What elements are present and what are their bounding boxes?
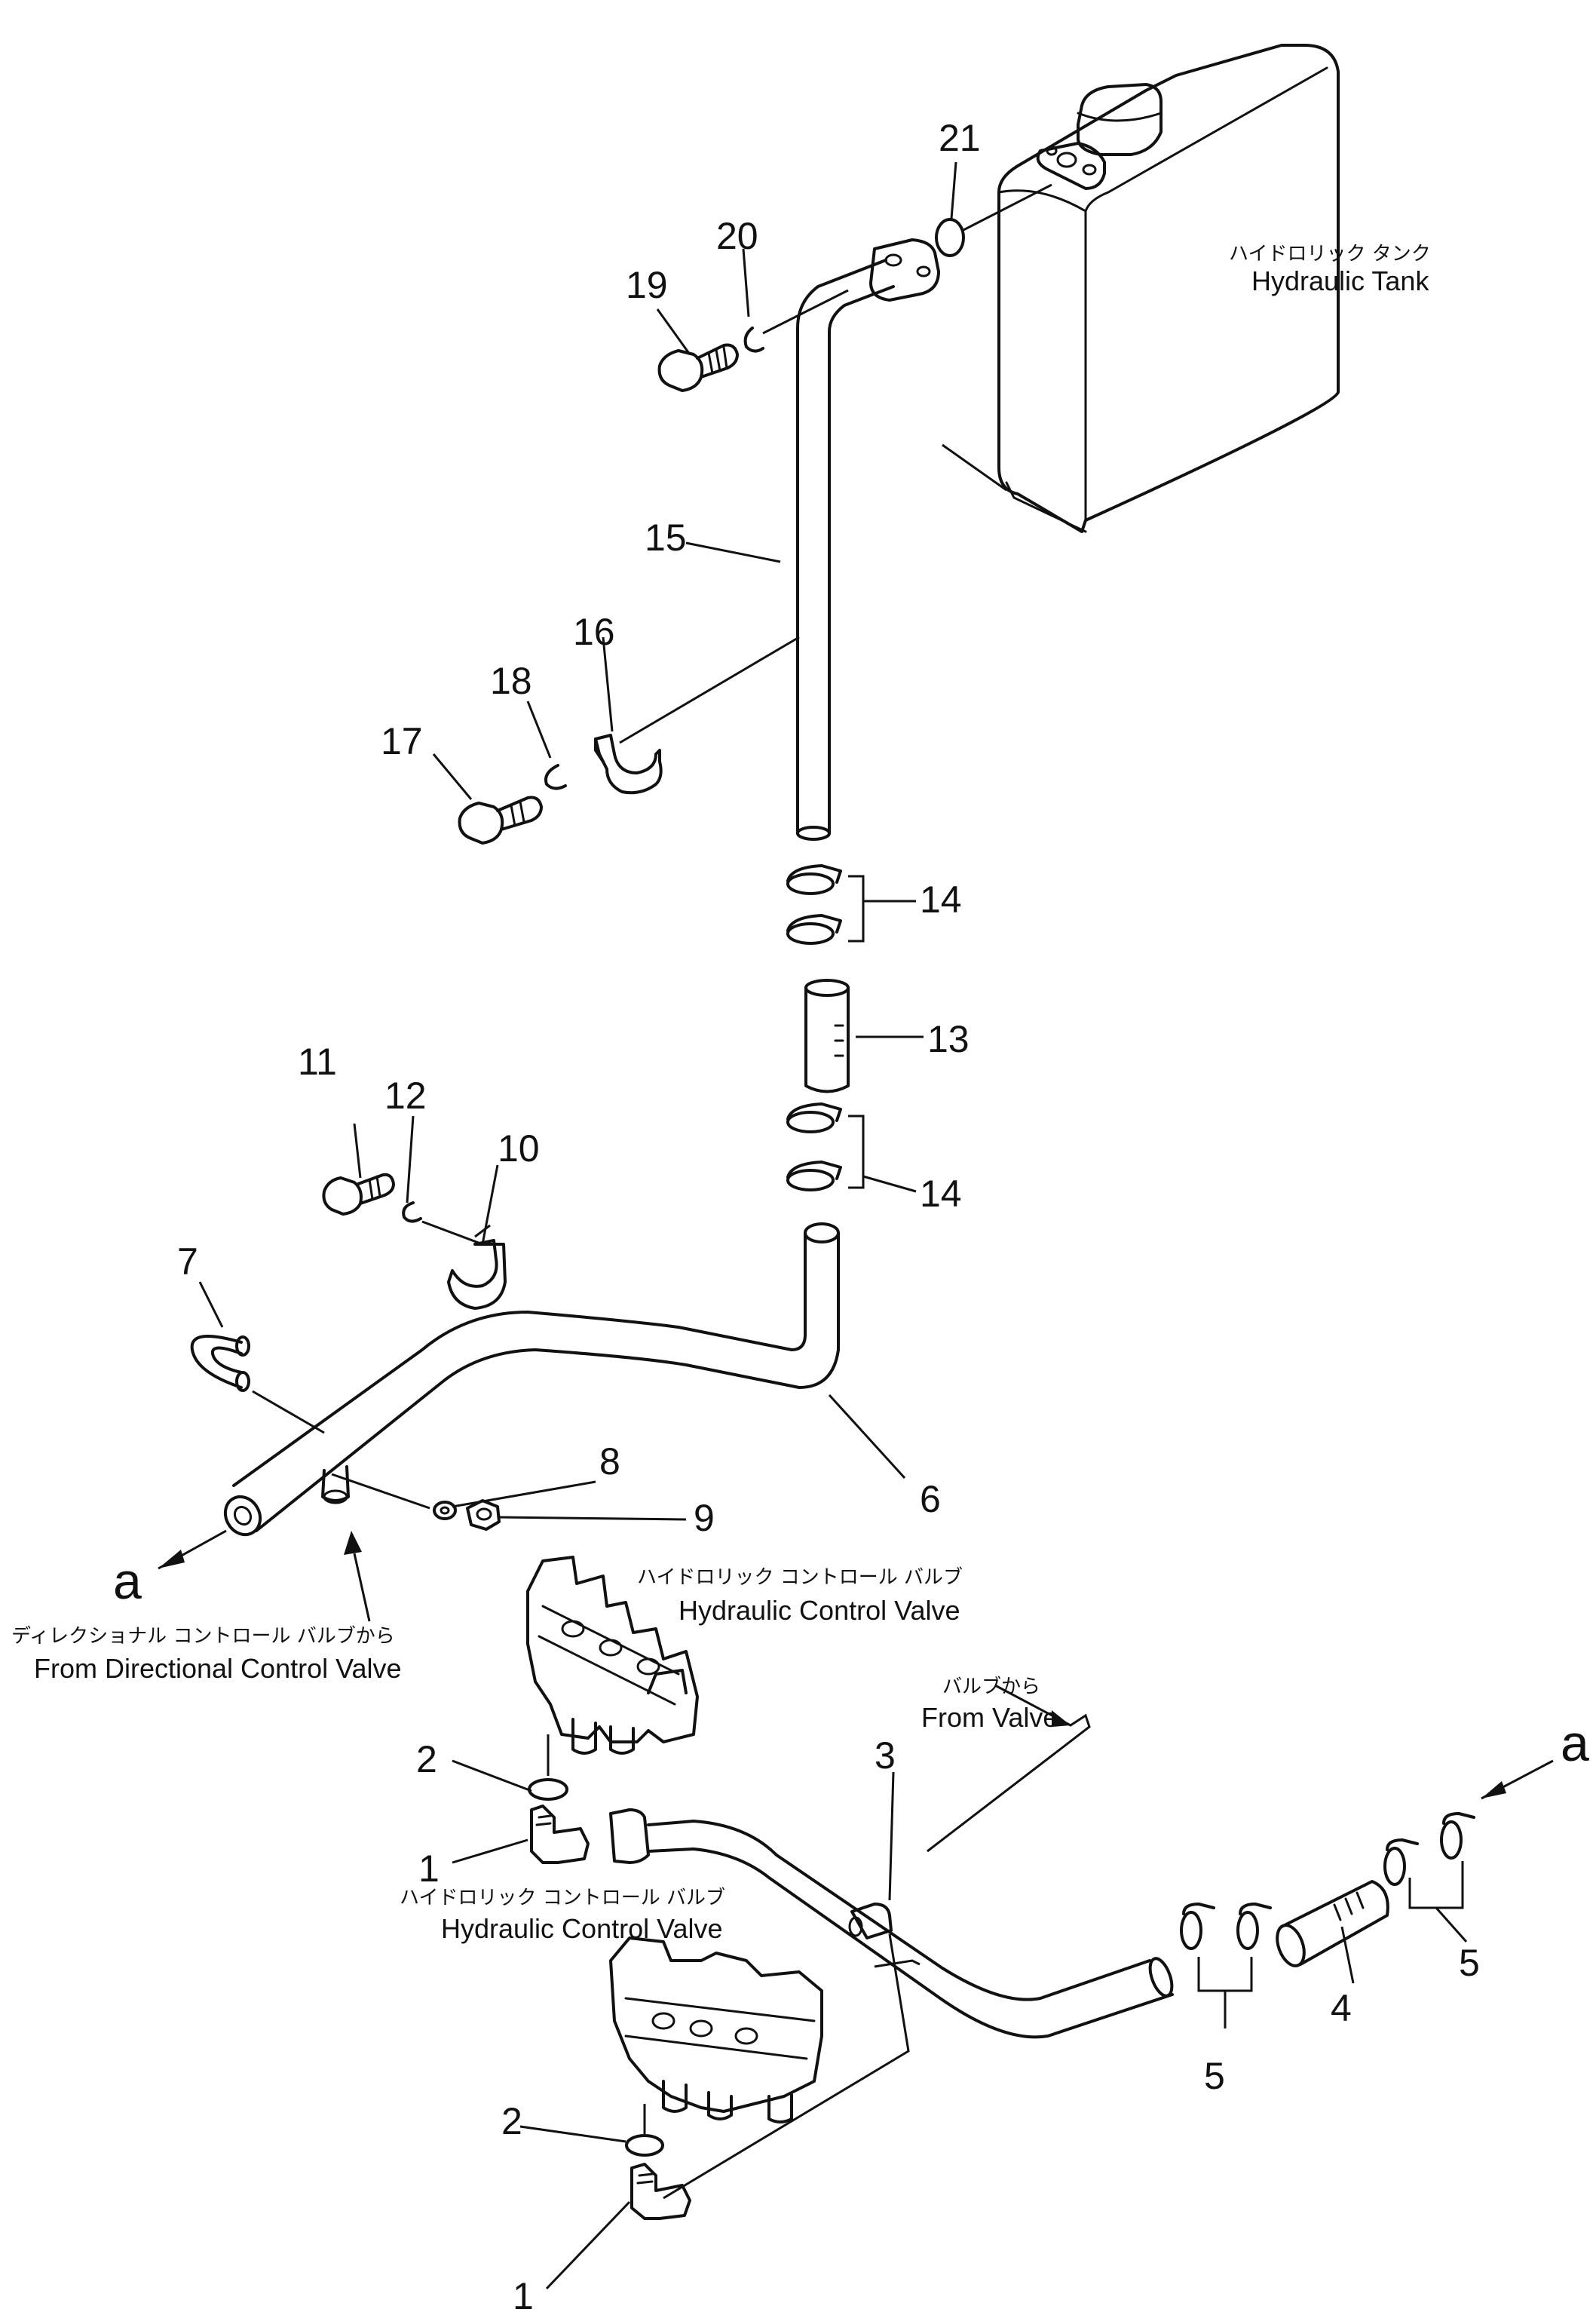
connector-a-right: a — [1561, 1715, 1589, 1772]
nut-9 — [466, 1499, 501, 1531]
callout-16: 16 — [573, 611, 615, 653]
callout-9: 9 — [694, 1497, 715, 1539]
hydraulic-control-valve-upper — [526, 1556, 699, 1755]
label-from-directional-en: From Directional Control Valve — [34, 1653, 402, 1684]
label-control-valve-upper-ja: ハイドロリック コントロール バルブ — [637, 1566, 963, 1589]
callout-15: 15 — [645, 517, 687, 559]
pipe-6 — [223, 1222, 840, 1537]
label-control-valve-upper-en: Hydraulic Control Valve — [679, 1595, 960, 1626]
hydraulic-tank — [997, 44, 1340, 533]
callout-5-right: 5 — [1459, 1942, 1480, 1984]
hose-clamp-14-lower — [786, 1102, 842, 1191]
elbow-fitting-1-lower — [630, 2163, 691, 2220]
callout-1-lower: 1 — [513, 2275, 534, 2312]
label-control-valve-lower-en: Hydraulic Control Valve — [441, 1913, 722, 1944]
label-hydraulic-tank: ハイドロリック タンク Hydraulic Tank — [1229, 243, 1431, 296]
connector-a-left: a — [113, 1553, 142, 1610]
callout-14-lower: 14 — [920, 1173, 962, 1215]
label-from-valve: バルブから From Valve — [921, 1676, 1058, 1733]
hose-clamp-14-upper — [786, 864, 842, 945]
label-control-valve-lower-ja: ハイドロリック コントロール バルブ — [400, 1887, 725, 1909]
callout-numbers: 21 20 19 15 16 18 17 14 13 14 11 12 10 7… — [177, 117, 1480, 2312]
callout-11: 11 — [298, 1041, 337, 1083]
from-valve-arrow — [927, 1684, 1091, 1853]
from-directional-arrow — [344, 1531, 371, 1622]
callout-6: 6 — [920, 1478, 941, 1520]
u-bolt-7 — [190, 1335, 325, 1434]
o-ring-2-upper — [528, 1734, 568, 1801]
o-ring-2-lower — [625, 2104, 664, 2157]
clamp-16 — [594, 636, 800, 795]
label-control-valve-upper: ハイドロリック コントロール バルブ Hydraulic Control Val… — [637, 1566, 963, 1626]
callout-13: 13 — [927, 1018, 970, 1060]
hose-4 — [1276, 1880, 1389, 1967]
label-hydraulic-tank-ja: ハイドロリック タンク — [1229, 243, 1431, 265]
pipe-15 — [796, 238, 940, 841]
leader-lines — [198, 161, 1468, 2290]
callout-20: 20 — [716, 215, 758, 257]
hose-clamp-5-lower-pair — [1180, 1903, 1272, 1950]
callout-18: 18 — [490, 660, 532, 702]
washer-8 — [331, 1473, 457, 1520]
callout-19: 19 — [626, 264, 668, 306]
clamp-10 — [447, 1224, 507, 1310]
label-from-directional: ディレクショナル コントロール バルブから From Directional C… — [11, 1625, 402, 1684]
bolt-19 — [657, 343, 739, 392]
hydraulic-control-valve-lower — [609, 1933, 921, 2200]
callout-12: 12 — [384, 1075, 427, 1117]
callout-14-upper: 14 — [920, 878, 962, 921]
callout-3: 3 — [875, 1734, 896, 1777]
connector-a-left-arrow — [158, 1529, 227, 1570]
callout-21: 21 — [939, 117, 981, 159]
label-hydraulic-tank-en: Hydraulic Tank — [1251, 265, 1429, 296]
label-from-directional-ja: ディレクショナル コントロール バルブから — [11, 1625, 395, 1648]
connector-a-right-arrow — [1481, 1759, 1554, 1800]
washer-12 — [402, 1201, 483, 1246]
label-from-valve-en: From Valve — [921, 1702, 1058, 1733]
callout-4: 4 — [1331, 1987, 1352, 2029]
callout-5-left: 5 — [1204, 2055, 1225, 2097]
bolt-17 — [458, 796, 543, 845]
washer-20 — [743, 289, 849, 353]
washer-18 — [544, 764, 567, 790]
callout-10: 10 — [498, 1127, 540, 1170]
hose-3 — [609, 1808, 1174, 2039]
callout-2-lower: 2 — [501, 2100, 522, 2142]
hose-13 — [804, 979, 850, 1093]
o-ring-21 — [935, 183, 1052, 257]
callout-8: 8 — [599, 1440, 620, 1483]
label-from-valve-ja: バルブから — [942, 1676, 1040, 1698]
callout-1-upper: 1 — [418, 1847, 440, 1890]
bolt-11 — [322, 1173, 395, 1216]
callout-17: 17 — [381, 720, 423, 762]
callout-2-upper: 2 — [416, 1738, 437, 1780]
hose-clamp-5-upper-pair — [1383, 1812, 1475, 1886]
elbow-fitting-1-upper — [530, 1805, 590, 1864]
label-control-valve-lower: ハイドロリック コントロール バルブ Hydraulic Control Val… — [400, 1887, 725, 1944]
callout-7: 7 — [177, 1240, 198, 1283]
